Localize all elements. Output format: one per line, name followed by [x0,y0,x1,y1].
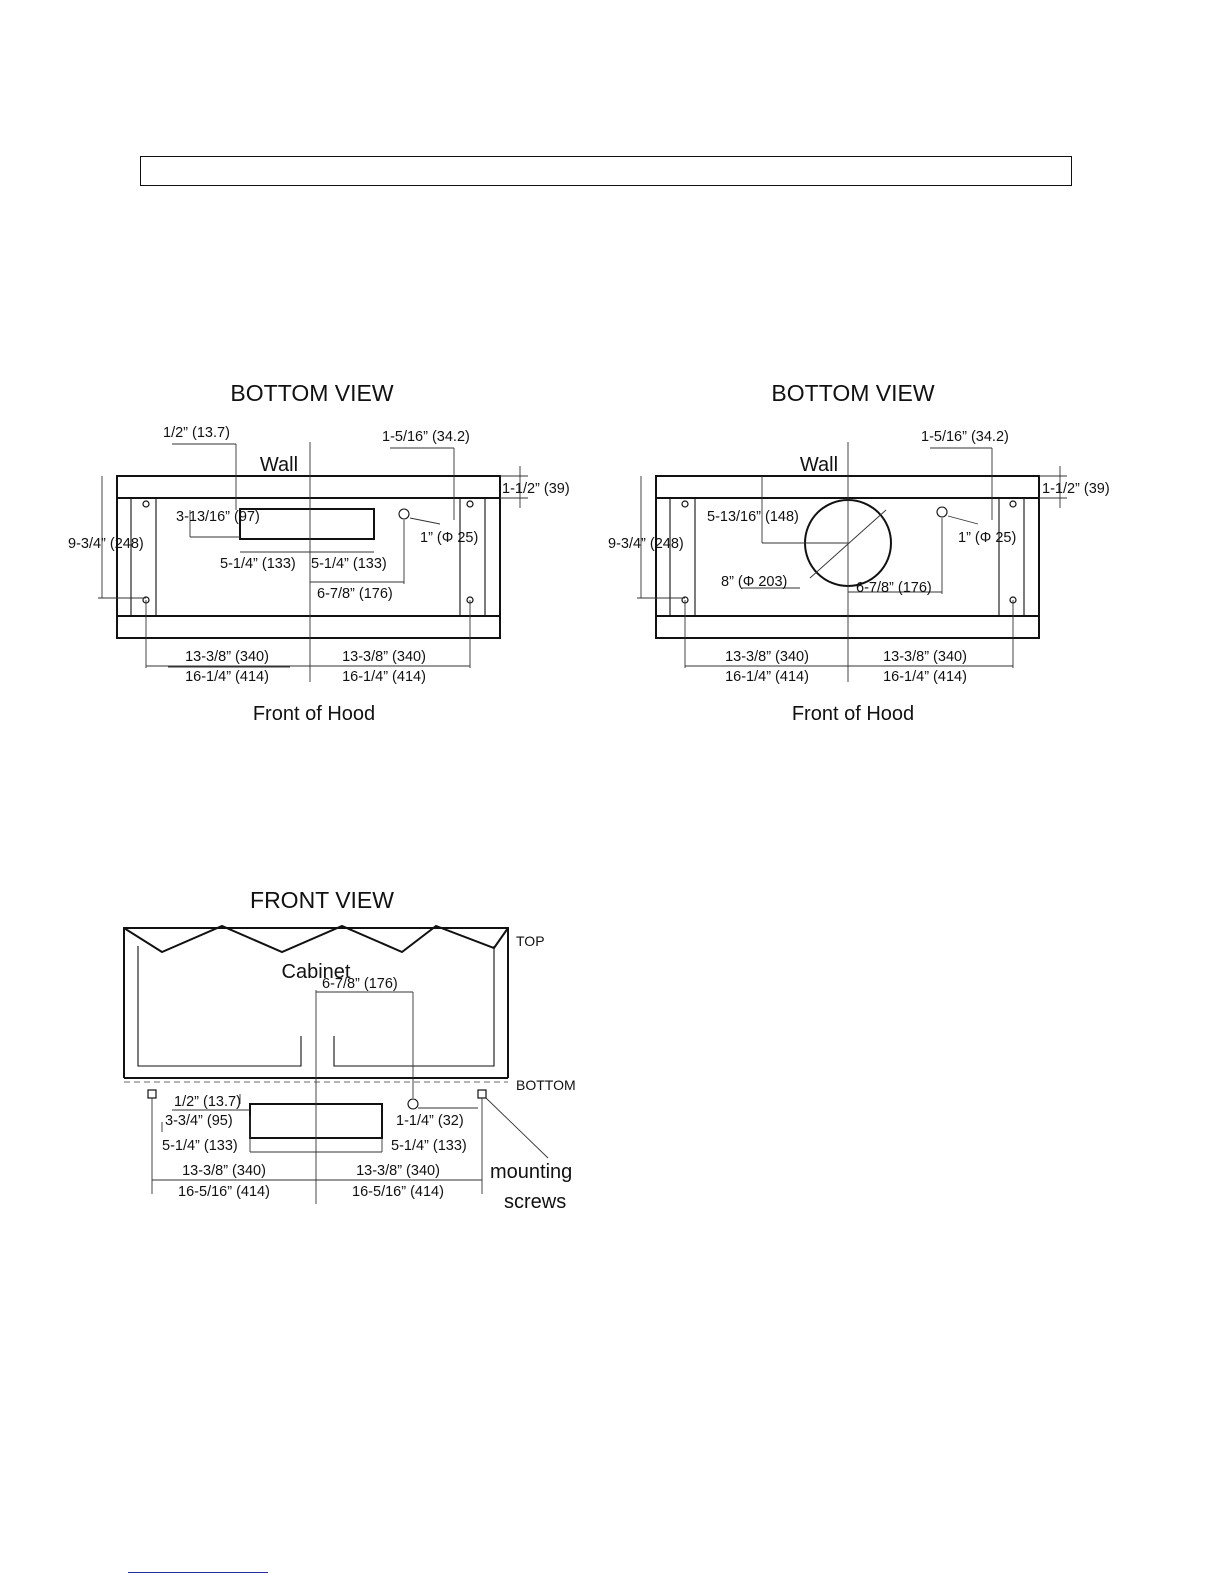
dim-text: 13-3/8” (340) [725,649,809,665]
header-box [140,156,1072,186]
dim-text: 3-3/4” (95) [165,1113,233,1129]
front-view: FRONT VIEW Cabinet TOP BOTTOM mounting s… [123,887,576,1213]
dim-text: 13-3/8” (340) [883,649,967,665]
hood-outline [655,475,1040,639]
bottom-label: BOTTOM [516,1077,576,1093]
break-line [123,924,509,954]
cabinet-inner-wall [333,946,495,1067]
dim-text: 16-5/16” (414) [178,1184,270,1200]
footer-link-underline[interactable] [128,1572,268,1573]
hood-outline [116,475,501,639]
dim-text: 16-1/4” (414) [883,669,967,685]
dim-text: 16-1/4” (414) [725,669,809,685]
dim-text: 5-13/16” (148) [707,509,799,525]
dim-text: 6-7/8” (176) [317,586,393,602]
front-of-hood-label: Front of Hood [792,703,914,725]
bottom-view-left-title: BOTTOM VIEW [230,380,393,406]
dim-text: 5-1/4” (133) [162,1138,238,1154]
dim-text: 13-3/8” (340) [342,649,426,665]
dim-text: 1-1/4” (32) [396,1113,464,1129]
dim-text: 5-1/4” (133) [220,556,296,572]
dim-text: 8” (Φ 203) [721,574,787,590]
wall-label: Wall [260,454,298,476]
dimension-lines [151,991,483,1194]
power-hole [398,508,410,520]
dim-text: 13-3/8” (340) [356,1163,440,1179]
mounting-screw [1009,500,1017,508]
dim-text: 1/2” (13.7) [174,1094,241,1110]
front-of-hood-label: Front of Hood [253,703,375,725]
mounting-screw [466,500,474,508]
dim-text: 16-1/4” (414) [342,669,426,685]
cabinet-outline [123,927,509,1078]
bottom-view-right-title: BOTTOM VIEW [771,380,934,406]
duct-opening-rect [239,508,375,540]
dim-text: 1” (Φ 25) [420,530,478,546]
mounting-screw [477,1089,487,1099]
wall-label: Wall [800,454,838,476]
dim-text: 9-3/4” (248) [608,536,684,552]
dim-text: 16-5/16” (414) [352,1184,444,1200]
cabinet-label: Cabinet [282,961,351,983]
dim-text: 1-5/16” (34.2) [382,429,470,445]
power-hole [407,1098,419,1110]
dim-text: 1-1/2” (39) [502,481,570,497]
top-label: TOP [516,933,545,949]
dim-text: 1-1/2” (39) [1042,481,1110,497]
mounting-screw-leader [485,1097,549,1159]
mounting-screw [681,500,689,508]
bottom-view-right: BOTTOM VIEW Wall Front of Hood [608,380,1110,725]
dim-text: 5-1/4” (133) [311,556,387,572]
dim-text: 13-3/8” (340) [185,649,269,665]
dim-text: 5-1/4” (133) [391,1138,467,1154]
dim-text: 1” (Φ 25) [958,530,1016,546]
dim-text: 3-13/16” (97) [176,509,260,525]
dim-text: 6-7/8” (176) [856,580,932,596]
screws-label: screws [504,1191,566,1213]
cabinet-inner-wall [137,946,302,1067]
dim-text: 13-3/8” (340) [182,1163,266,1179]
dim-text: 1/2” (13.7) [163,425,230,441]
mounting-label: mounting [490,1161,572,1183]
dimension-lines [98,443,528,668]
dim-text: 9-3/4” (248) [68,536,144,552]
dim-text: 6-7/8” (176) [322,976,398,992]
mounting-screw [147,1089,157,1099]
dim-text: 16-1/4” (414) [185,669,269,685]
dim-text: 1-5/16” (34.2) [921,429,1009,445]
dimension-lines [637,447,1067,668]
front-view-title: FRONT VIEW [250,887,394,913]
bottom-view-left: BOTTOM VIEW Wall Front of Hood [68,380,570,725]
power-hole [936,506,948,518]
mounting-screw [142,500,150,508]
